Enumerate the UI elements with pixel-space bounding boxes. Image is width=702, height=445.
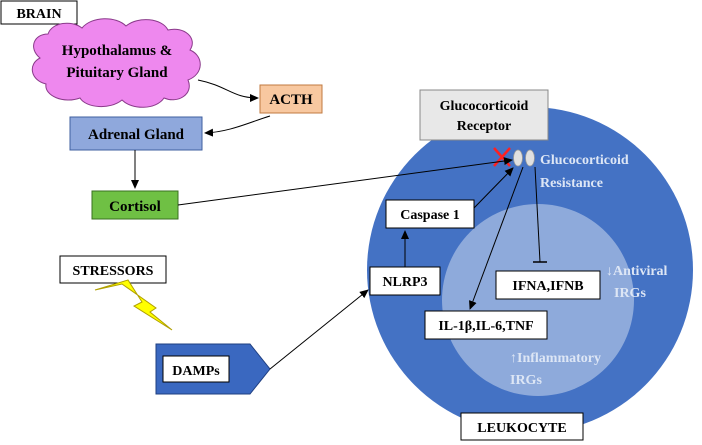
resistance-label-line1: Glucocorticoid <box>540 153 629 168</box>
arrow-cortisol-to-receptor <box>177 157 513 206</box>
adrenal-box <box>69 116 203 151</box>
arrow-acth-to-adrenal <box>204 115 271 137</box>
inflammatory-label-line1: ↑Inflammatory <box>510 351 601 366</box>
leukocyte-inner-region <box>442 204 634 396</box>
nlrp3-label: NLRP3 <box>382 275 427 290</box>
antiviral-label-line1: ↓Antiviral <box>606 264 668 279</box>
arrow-hypothalamus-to-acth <box>197 79 259 102</box>
damps-label-box <box>162 355 230 383</box>
acth-label: ACTH <box>269 92 313 108</box>
damps-label: DAMPs <box>172 364 220 379</box>
acth-box <box>259 84 323 114</box>
arrow-damps-to-nlrp3 <box>269 289 369 370</box>
cytokines-label: IL-1β,IL-6,TNF <box>438 319 533 334</box>
ifn-box <box>495 270 601 300</box>
resistance-label-line2: Resistance <box>540 176 603 191</box>
lightning-bolt-icon <box>94 279 173 331</box>
caspase-label: Caspase 1 <box>400 208 460 223</box>
cortisol-box <box>91 190 179 220</box>
brain-label: BRAIN <box>16 7 61 22</box>
receptor-label-line2: Receptor <box>457 119 511 134</box>
brain-box <box>0 0 78 25</box>
cortisol-label: Cortisol <box>109 199 161 215</box>
leukocyte-label-box <box>460 412 584 441</box>
receptor-ovals-icon <box>525 149 535 167</box>
arrow-receptor-to-cytokines <box>469 166 524 310</box>
hypothalamus-label-line1: Hypothalamus & <box>62 43 172 59</box>
antiviral-label-line2: IRGs <box>614 286 646 301</box>
stressors-label: STRESSORS <box>73 264 154 279</box>
adrenal-label: Adrenal Gland <box>88 127 185 143</box>
cytokines-box <box>424 310 548 340</box>
ifn-label: IFNA,IFNB <box>512 279 583 294</box>
hypothalamus-cloud <box>31 18 201 108</box>
caspase-box <box>385 199 475 229</box>
receptor-box <box>419 89 549 141</box>
receptor-label-line1: Glucocorticoid <box>440 99 529 114</box>
inflammatory-label-line2: IRGs <box>510 373 542 388</box>
arrow-caspase-to-receptor <box>473 167 514 209</box>
inhibition-receptor-to-ifn <box>534 166 541 263</box>
stressors-box <box>59 255 167 284</box>
leukocyte-label: LEUKOCYTE <box>477 421 566 436</box>
receptor-ovals-icon <box>513 149 523 167</box>
hypothalamus-label-line2: Pituitary Gland <box>66 65 168 81</box>
